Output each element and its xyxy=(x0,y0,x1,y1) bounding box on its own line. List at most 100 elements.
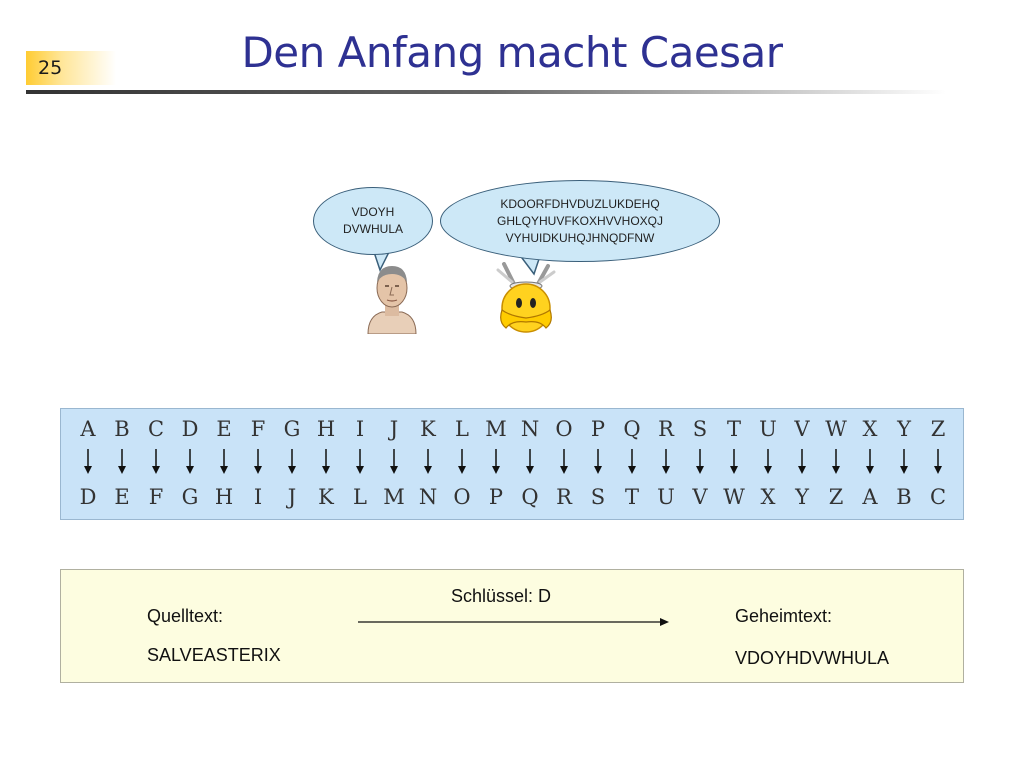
slide-number-badge: 25 xyxy=(26,51,116,85)
caesar-speech-bubble: VDOYH DVWHULA xyxy=(313,187,433,255)
down-arrow-icon xyxy=(311,449,341,475)
cipher-letter: S xyxy=(590,485,606,509)
plain-letter: V xyxy=(794,417,810,441)
down-arrow-icon xyxy=(549,449,579,475)
plain-letter: T xyxy=(726,417,741,441)
down-arrow-icon xyxy=(345,449,375,475)
plain-letter: W xyxy=(825,417,847,441)
cipher-letter: O xyxy=(453,485,471,509)
down-arrow-icon xyxy=(277,449,307,475)
key-label: Schlüssel: D xyxy=(451,586,552,606)
plain-letter: X xyxy=(862,417,878,441)
asterix-bubble-line-3: VYHUIDKUHQJHNQDFNW xyxy=(505,230,655,245)
caesar-bubble-line-2: DVWHULA xyxy=(342,222,403,236)
cipher-letter: H xyxy=(214,485,234,509)
cipher-letter: C xyxy=(929,485,947,509)
cipher-letter: Z xyxy=(828,485,844,509)
down-arrow-icon xyxy=(617,449,647,475)
down-arrow-icon xyxy=(515,449,545,475)
cipher-letter: K xyxy=(318,485,334,509)
asterix-speech-bubble: KDOORFDHVDUZLUKDEHQ GHLQYHUVFKOXHVVHOXQJ… xyxy=(440,180,720,262)
down-arrow-icon xyxy=(141,449,171,475)
down-arrow-icon xyxy=(209,449,239,475)
plain-letter: Q xyxy=(623,417,641,441)
down-arrow-icon xyxy=(481,449,511,475)
cipher-letter: B xyxy=(896,485,912,509)
cipher-text-value: VDOYHDVWHULA xyxy=(735,648,890,668)
plain-letter: F xyxy=(250,417,266,441)
cipher-letter: W xyxy=(723,485,745,509)
plain-letter: G xyxy=(283,417,301,441)
slide-number: 25 xyxy=(38,57,63,79)
down-arrow-icon xyxy=(719,449,749,475)
plain-letter: B xyxy=(114,417,130,441)
down-arrow-icon xyxy=(855,449,885,475)
down-arrow-icon xyxy=(413,449,443,475)
cipher-letter: A xyxy=(862,485,878,509)
plain-letter: I xyxy=(355,417,365,441)
cipher-letter: X xyxy=(760,485,776,509)
plain-letter: M xyxy=(485,417,507,441)
asterix-smiley-icon xyxy=(496,262,556,333)
plain-letter: H xyxy=(316,417,336,441)
slide-title: Den Anfang macht Caesar xyxy=(241,28,783,77)
plain-letter: R xyxy=(658,417,674,441)
shift-arrows-row xyxy=(61,449,963,479)
cipher-letter: R xyxy=(556,485,572,509)
down-arrow-icon xyxy=(923,449,953,475)
cipher-letter: E xyxy=(114,485,130,509)
plain-letter: S xyxy=(692,417,708,441)
cipher-text-label: Geheimtext: xyxy=(735,606,833,626)
down-arrow-icon xyxy=(753,449,783,475)
cipher-letter: Q xyxy=(521,485,539,509)
encryption-key-box: Schlüssel: D Quelltext: SALVEASTERIX Geh… xyxy=(60,569,964,683)
cipher-letter: U xyxy=(657,485,675,509)
cipher-letter: I xyxy=(253,485,263,509)
cipher-letter: M xyxy=(383,485,405,509)
encryption-arrow-icon xyxy=(358,618,669,626)
plain-letter: O xyxy=(555,417,573,441)
down-arrow-icon xyxy=(685,449,715,475)
plain-letter: Y xyxy=(897,417,911,441)
plain-letter: Z xyxy=(930,417,946,441)
asterix-bubble-line-1: KDOORFDHVDUZLUKDEHQ xyxy=(500,196,660,211)
caesar-bust-icon xyxy=(367,266,417,334)
down-arrow-icon xyxy=(651,449,681,475)
cipher-letter: L xyxy=(353,485,367,509)
cipher-letter: P xyxy=(488,485,504,509)
plain-letter: P xyxy=(590,417,606,441)
down-arrow-icon xyxy=(73,449,103,475)
down-arrow-icon xyxy=(175,449,205,475)
cipher-letter: V xyxy=(692,485,708,509)
asterix-bubble-line-2: GHLQYHUVFKOXHVVHOXQJ xyxy=(496,213,664,228)
down-arrow-icon xyxy=(787,449,817,475)
plain-letter: N xyxy=(520,417,540,441)
cipher-letter: N xyxy=(418,485,438,509)
title-divider xyxy=(26,90,946,94)
cipher-letter: F xyxy=(148,485,164,509)
down-arrow-icon xyxy=(243,449,273,475)
plain-letter: J xyxy=(389,417,399,441)
plain-letter: E xyxy=(216,417,232,441)
plain-letter: C xyxy=(147,417,165,441)
down-arrow-icon xyxy=(379,449,409,475)
down-arrow-icon xyxy=(447,449,477,475)
cipher-letter: Y xyxy=(795,485,809,509)
cipher-letter: J xyxy=(287,485,297,509)
source-text-label: Quelltext: xyxy=(147,606,224,626)
cipher-letter: D xyxy=(79,485,97,509)
plain-letter: L xyxy=(455,417,469,441)
down-arrow-icon xyxy=(821,449,851,475)
down-arrow-icon xyxy=(583,449,613,475)
plain-letter: D xyxy=(181,417,199,441)
plain-letter: K xyxy=(420,417,436,441)
down-arrow-icon xyxy=(107,449,137,475)
down-arrow-icon xyxy=(889,449,919,475)
plain-letter: A xyxy=(80,417,96,441)
source-text-value: SALVEASTERIX xyxy=(147,645,281,665)
caesar-bubble-line-1: VDOYH xyxy=(351,205,395,219)
cipher-letter: T xyxy=(624,485,639,509)
